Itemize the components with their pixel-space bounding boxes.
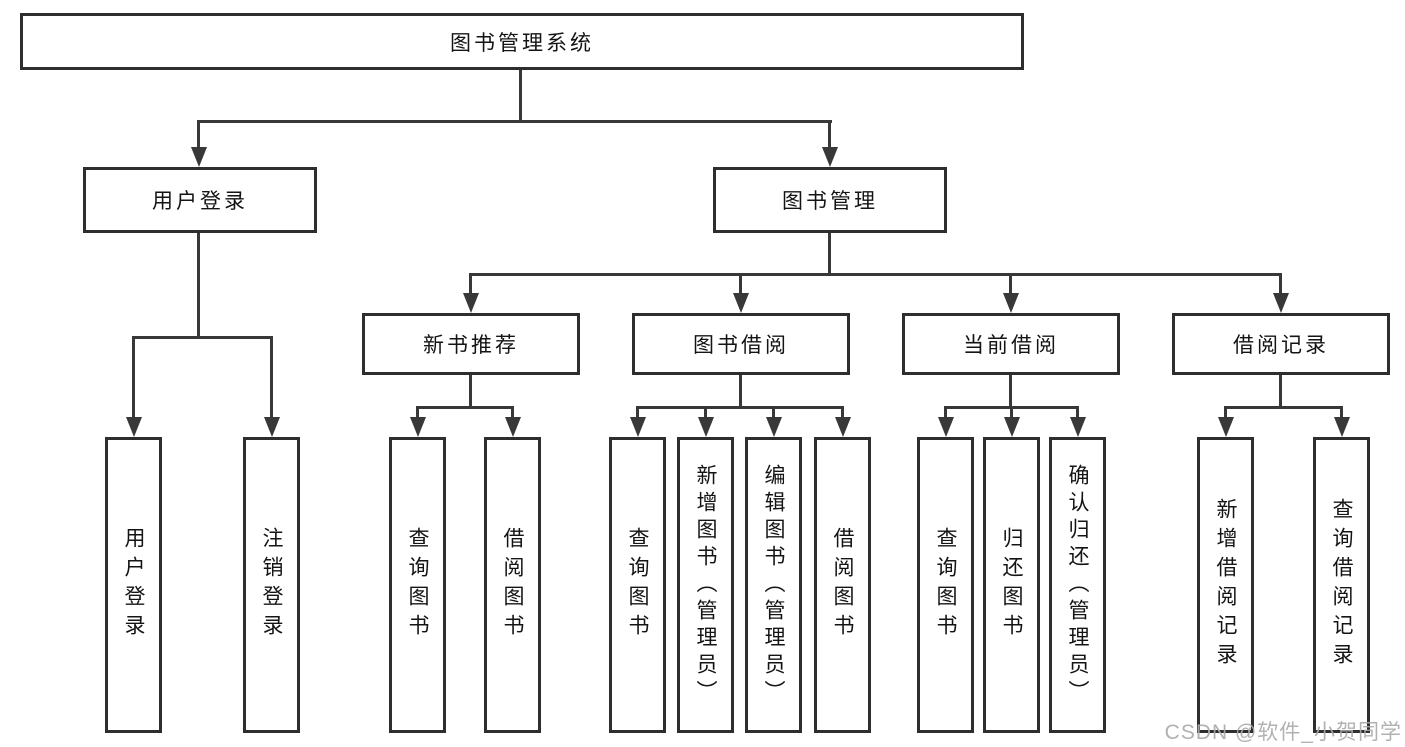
node-user-login: 用户登录	[83, 167, 317, 233]
connector-line	[1224, 406, 1343, 409]
leaf-query-borrow-record: 查询借阅记录	[1313, 437, 1370, 733]
arrowhead-down	[822, 147, 838, 167]
connector-line	[944, 406, 947, 421]
arrowhead-down	[191, 147, 207, 167]
arrowhead-down	[1218, 417, 1234, 437]
leaf-confirm-return-admin: 确认归还（管理员）	[1049, 437, 1106, 733]
leaf-user-login: 用户登录	[105, 437, 162, 733]
leaf-query-books-3: 查询图书	[917, 437, 974, 733]
connector-line	[704, 406, 707, 421]
connector-line	[132, 336, 135, 421]
arrowhead-down	[698, 417, 714, 437]
connector-line	[1224, 406, 1227, 421]
arrowhead-down	[126, 417, 142, 437]
connector-line	[1279, 273, 1282, 295]
connector-line	[1279, 375, 1282, 406]
arrowhead-down	[505, 417, 521, 437]
leaf-logout: 注销登录	[243, 437, 300, 733]
connector-line	[636, 406, 844, 409]
connector-line	[511, 406, 514, 421]
leaf-add-books-admin: 新增图书（管理员）	[677, 437, 734, 733]
node-current-borrowing: 当前借阅	[902, 313, 1120, 375]
node-new-book-recommend: 新书推荐	[362, 313, 580, 375]
connector-line	[132, 336, 273, 339]
connector-line	[197, 120, 200, 150]
node-root-library-system: 图书管理系统	[20, 13, 1024, 70]
connector-line	[1340, 406, 1343, 421]
csdn-watermark: CSDN @软件_小贺同学	[1164, 721, 1402, 744]
connector-line	[739, 273, 742, 295]
connector-line	[841, 406, 844, 421]
node-borrow-records: 借阅记录	[1172, 313, 1390, 375]
arrowhead-down	[766, 417, 782, 437]
connector-line	[469, 273, 472, 295]
arrowhead-down	[938, 417, 954, 437]
arrowhead-down	[630, 417, 646, 437]
arrowhead-down	[1003, 293, 1019, 313]
node-book-management: 图书管理	[713, 167, 947, 233]
arrowhead-down	[1334, 417, 1350, 437]
connector-line	[416, 406, 419, 421]
leaf-edit-books-admin: 编辑图书（管理员）	[745, 437, 802, 733]
connector-line	[1010, 406, 1013, 421]
arrowhead-down	[1004, 417, 1020, 437]
arrowhead-down	[410, 417, 426, 437]
leaf-borrow-books-2: 借阅图书	[814, 437, 871, 733]
connector-line	[519, 70, 522, 120]
node-book-borrowing: 图书借阅	[632, 313, 850, 375]
arrowhead-down	[463, 293, 479, 313]
leaf-query-books-1: 查询图书	[389, 437, 446, 733]
leaf-add-borrow-record: 新增借阅记录	[1197, 437, 1254, 733]
connector-line	[469, 273, 1282, 276]
connector-line	[739, 375, 742, 406]
connector-line	[772, 406, 775, 421]
connector-line	[1009, 375, 1012, 406]
connector-line	[197, 233, 200, 336]
connector-line	[469, 375, 472, 406]
arrowhead-down	[1070, 417, 1086, 437]
connector-line	[197, 120, 832, 123]
arrowhead-down	[733, 293, 749, 313]
connector-line	[828, 120, 831, 150]
connector-line	[828, 233, 831, 273]
connector-line	[416, 406, 514, 409]
connector-line	[1076, 406, 1079, 421]
arrowhead-down	[264, 417, 280, 437]
connector-line	[636, 406, 639, 421]
connector-line	[270, 336, 273, 421]
leaf-query-books-2: 查询图书	[609, 437, 666, 733]
leaf-borrow-books-1: 借阅图书	[484, 437, 541, 733]
connector-line	[1009, 273, 1012, 295]
arrowhead-down	[1273, 293, 1289, 313]
leaf-return-books: 归还图书	[983, 437, 1040, 733]
arrowhead-down	[835, 417, 851, 437]
